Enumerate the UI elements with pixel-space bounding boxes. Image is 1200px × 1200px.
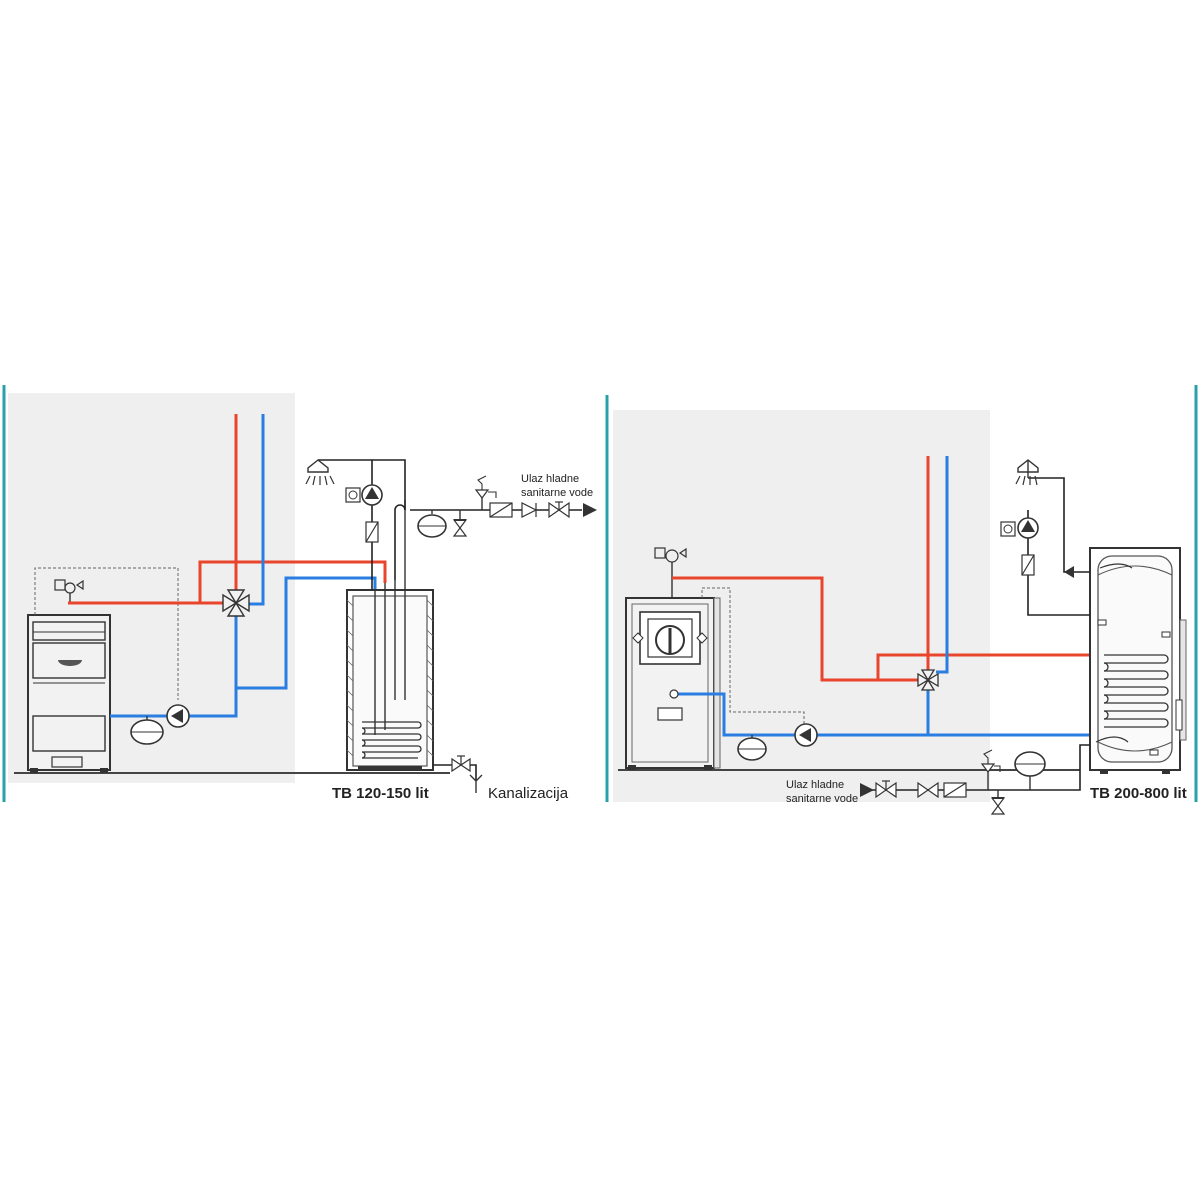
right-inlet-expansion-vessel-icon — [1014, 751, 1046, 790]
right-panel: Ulaz hladne sanitarne vode TB 200-800 li… — [605, 385, 1198, 815]
right-three-way-mixing-valve-icon — [917, 669, 939, 691]
right-heat-exchanger-coil — [1103, 654, 1169, 728]
right-safety-valve-icon — [980, 749, 1001, 790]
right-boiler-return-pipe — [672, 692, 1092, 737]
right-recirculation-pump-icon — [1000, 517, 1039, 539]
left-tank-coil-supply-pipe — [198, 560, 387, 603]
left-inlet-arrow-icon — [583, 503, 597, 517]
right-hot-water-outlet-pipe — [1028, 477, 1090, 573]
left-drain-outlet-valve-icon — [451, 755, 483, 793]
right-shutoff-valve-icon — [875, 780, 897, 799]
right-tank-coil-supply-pipe — [876, 653, 1092, 680]
left-safety-valve-icon — [474, 475, 497, 510]
right-storage-tank — [1089, 547, 1187, 774]
right-pressure-reducer-icon — [943, 782, 967, 798]
left-check-valve-inlet-icon — [521, 502, 538, 518]
left-inlet-expansion-vessel-icon — [417, 510, 447, 538]
left-circulation-pump-icon — [166, 704, 190, 728]
left-heat-exchanger-coil — [361, 721, 422, 759]
solid-fuel-boiler — [27, 614, 111, 773]
right-inlet-label-line2: sanitarne vode — [786, 793, 858, 805]
left-hot-water-outlet-pipe — [318, 459, 406, 510]
drain-label: Kanalizacija — [488, 785, 569, 802]
right-drain-valve-icon — [990, 790, 1006, 815]
right-check-valve-icon — [1021, 554, 1035, 576]
right-recirculation-pipe — [1027, 510, 1090, 616]
right-check-valve-inlet-icon — [917, 781, 939, 799]
left-sensor-dashed-line — [34, 567, 179, 700]
left-shutoff-valve-icon — [548, 501, 570, 519]
left-check-valve-icon — [365, 521, 379, 543]
left-expansion-vessel-icon — [130, 716, 164, 745]
right-expansion-vessel-icon — [737, 735, 767, 761]
pellet-boiler — [625, 597, 721, 770]
left-inlet-label-line1: Ulaz hladne — [521, 473, 579, 485]
left-recirculation-pump-icon — [345, 484, 383, 506]
left-inlet-label-line2: sanitarne vode — [521, 487, 593, 499]
right-cold-water-inlet-pipe — [960, 744, 1090, 791]
left-pressure-reducer-icon — [489, 502, 513, 518]
left-heating-return-riser — [247, 414, 265, 606]
left-drain-valve-icon — [452, 510, 468, 537]
right-heating-return-riser — [936, 456, 949, 674]
left-boiler-return-pipe — [110, 576, 377, 718]
right-shower-head-icon — [1015, 459, 1039, 486]
left-shower-head-icon — [305, 459, 335, 486]
right-circulation-pump-icon — [794, 723, 818, 747]
right-inlet-arrow-icon — [860, 783, 874, 797]
left-tank-label: TB 120-150 lit — [332, 785, 429, 802]
right-boiler-supply-pipe — [672, 576, 928, 682]
left-storage-tank — [346, 500, 434, 771]
right-inlet-label-line1: Ulaz hladne — [786, 779, 844, 791]
right-sensor-dashed-line — [701, 587, 805, 730]
thermostatic-safety-valve-icon — [54, 579, 84, 603]
left-panel: Ulaz hladne sanitarne vode Kanalizacija … — [2, 385, 597, 802]
right-tank-label: TB 200-800 lit — [1090, 785, 1187, 802]
right-thermostatic-safety-valve-icon — [654, 547, 687, 598]
four-way-mixing-valve-icon — [222, 589, 250, 617]
